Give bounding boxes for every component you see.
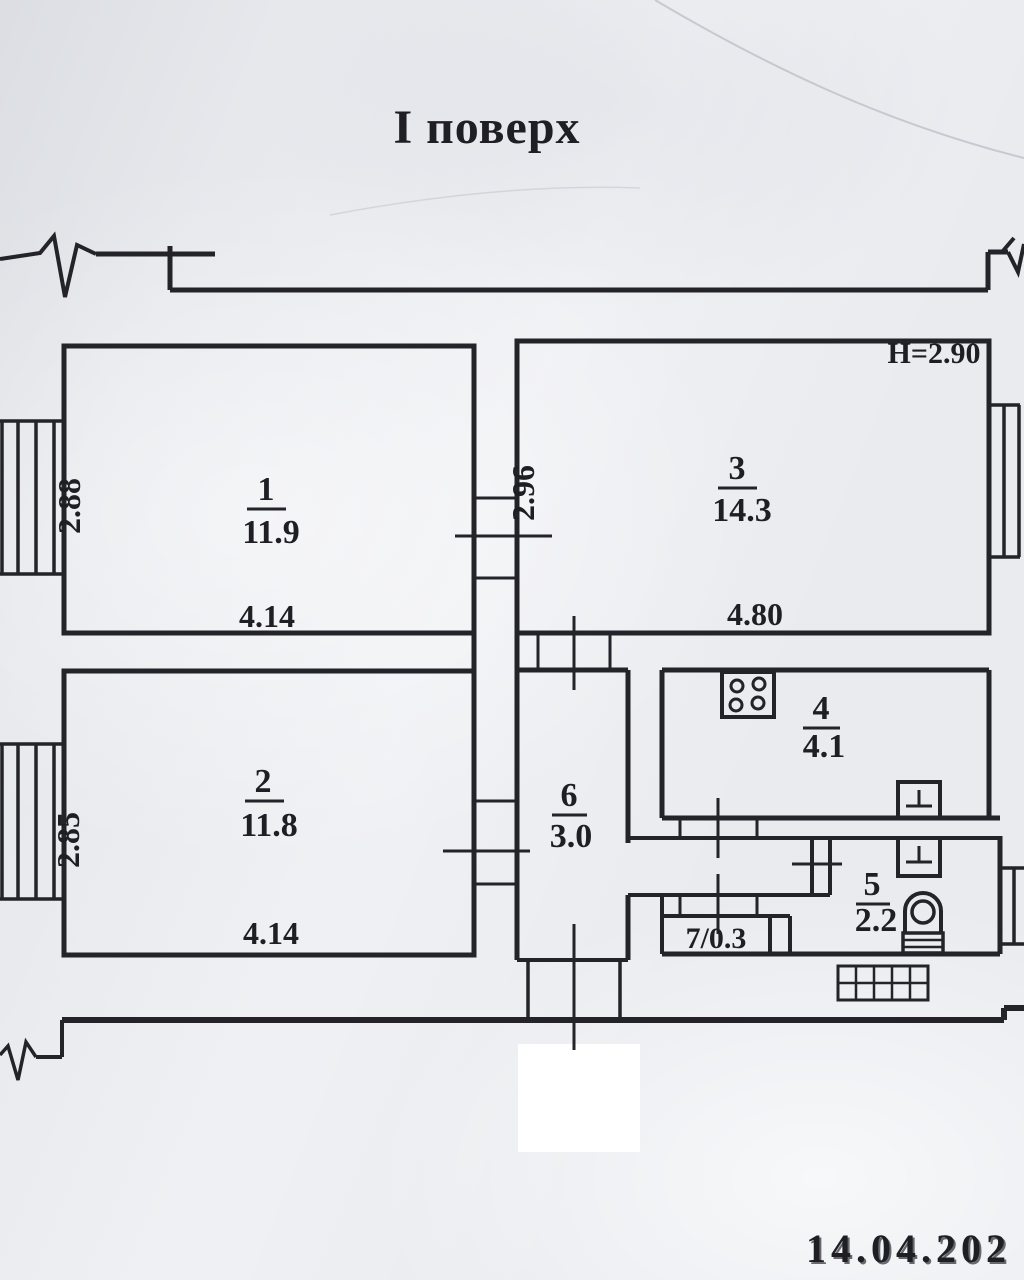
room-6-label: 6 3.0 (550, 777, 593, 855)
room-1-number: 1 (258, 471, 275, 508)
sink-outline (896, 836, 942, 878)
radiator-grid (838, 966, 928, 1000)
page-title: І поверх (393, 101, 580, 154)
room-3-depth-dim: 2.96 (505, 465, 541, 521)
room-6-number: 6 (561, 777, 578, 814)
room-2-number: 2 (255, 763, 272, 800)
main-partition-walls (471, 633, 1003, 960)
room-3-number: 3 (729, 450, 746, 487)
burner (728, 697, 744, 713)
break-line-symbol-bottom (0, 1037, 38, 1081)
stove-outline (720, 670, 776, 719)
room-1-area: 11.9 (242, 514, 300, 551)
room-2-depth-dim: 2.85 (50, 812, 86, 868)
toilet-bowl (903, 891, 943, 933)
door-kitchen (678, 798, 759, 858)
room-2: 2 11.8 4.14 2.85 (0, 668, 477, 958)
room-3-area: 14.3 (712, 492, 772, 529)
room-3-width-dim: 4.80 (727, 596, 783, 632)
fixtures (720, 670, 945, 1002)
room-4-area: 4.1 (803, 728, 846, 765)
break-line-symbol-right (1000, 236, 1024, 278)
bottom-wall (62, 1005, 1024, 1023)
room-5-label: 5 2.2 (855, 866, 898, 939)
kitchen-washbasin-icon (896, 780, 942, 820)
sink-tap (906, 790, 932, 808)
date-watermark-shadow: 14.04.202 (808, 1228, 1013, 1273)
radiator-grid-icon (836, 964, 930, 1002)
stove-burners-icon (720, 670, 776, 719)
door-closet (678, 874, 759, 934)
window-symbol-bathroom (1000, 866, 1024, 946)
door-room3-hall (536, 616, 612, 690)
burner (751, 676, 767, 692)
burner (750, 695, 766, 711)
room-1-width-dim: 4.14 (239, 598, 295, 634)
doorways (443, 496, 842, 934)
entrance-jambs (526, 960, 622, 1020)
door-room1-room3 (455, 496, 552, 580)
crease-line (654, 0, 1024, 159)
top-outer-wall (0, 231, 1024, 298)
door-room2-hall (443, 799, 530, 886)
room-1: 1 11.9 4.14 2.88 (0, 343, 477, 636)
room-1-depth-dim: 2.88 (51, 478, 87, 534)
sink-tap (906, 846, 932, 864)
crease-line (329, 186, 641, 216)
toilet-cistern (901, 931, 945, 955)
room-5-number: 5 (864, 866, 881, 903)
room-2-walls (61, 668, 477, 958)
window-symbol-room-2 (0, 742, 64, 901)
ceiling-height-label: Н=2.90 (888, 337, 981, 370)
room-3: 3 14.3 4.80 2.96 Н=2.90 (505, 337, 1021, 636)
bottom-outer-wall (0, 1005, 1024, 1081)
bottom-wall-end (36, 1020, 64, 1059)
room-2-width-dim: 4.14 (243, 915, 299, 951)
room-1-label: 1 11.9 (242, 471, 300, 551)
room-7-label: 7/0.3 (686, 922, 747, 955)
window-symbol-room-1 (0, 419, 64, 576)
thin-partition-walls (628, 836, 1000, 954)
burner (729, 678, 745, 694)
room-1-walls (61, 343, 477, 636)
room-4-number: 4 (813, 690, 830, 727)
toilet-icon (901, 891, 945, 955)
date-watermark-text: 14.04.202 (806, 1226, 1011, 1271)
room-3-label: 3 14.3 (712, 450, 772, 529)
date-watermark: 14.04.202 14.04.202 (806, 1226, 1013, 1273)
room-2-area: 11.8 (240, 807, 298, 844)
bath-washbasin-icon (896, 836, 942, 878)
break-line-symbol-left (0, 231, 97, 298)
whiteout-patch (518, 1044, 640, 1152)
room-6-area: 3.0 (550, 818, 593, 855)
room-2-label: 2 11.8 (240, 763, 298, 844)
room-4-label: 4 4.1 (803, 690, 846, 765)
room-3-walls (514, 338, 992, 636)
sink-outline (896, 780, 942, 820)
toilet-cistern-lines (903, 938, 943, 949)
top-wall (96, 246, 1008, 293)
paper-creases (329, 0, 1024, 216)
interior-walls (471, 633, 1003, 960)
room-5-area: 2.2 (855, 902, 898, 939)
toilet-bowl-center (910, 899, 936, 925)
window-symbol-room-3 (989, 403, 1021, 559)
